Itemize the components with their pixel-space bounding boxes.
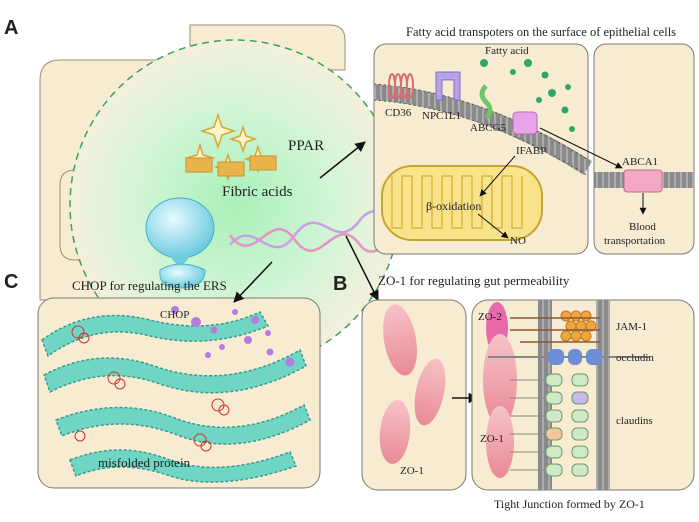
panel-b-right-box: ZO-2 ZO-1 JAM-1 occludin claudins [471, 299, 695, 491]
panel-a-title: Fatty acid transpoters on the surface of… [406, 25, 676, 39]
panel-a-box: Fatty acid CD36 NPC1L1 ABCG5 IFABP β-oxi… [373, 43, 593, 255]
blood-label-2: transportation [604, 235, 666, 247]
misfolded-protein-clusters [71, 325, 230, 452]
npc1l1-transporter [435, 71, 461, 101]
panel-c-title: CHOP for regulating the ERS [72, 278, 227, 293]
fatty-acid-dots [480, 59, 575, 132]
zo2-label: ZO-2 [478, 311, 502, 323]
zo1-right-label: ZO-1 [480, 433, 504, 445]
panel-c-box: CHOP misfolded protein [37, 297, 321, 489]
chop-dots [171, 306, 295, 367]
fibric-acids-label: Fibric acids [222, 184, 293, 200]
panel-letter-b: B [333, 273, 347, 295]
claudins [545, 373, 589, 477]
ifabp-to-oxidation-arrow [479, 155, 516, 197]
ifabp-to-abca1-arrow [539, 127, 623, 169]
nucleus-to-panel-c-arrow [233, 261, 273, 303]
endoplasmic-reticulum [41, 311, 311, 483]
panel-b-left-box: ZO-1 [361, 299, 467, 491]
fibric-acid-blocks [185, 155, 277, 177]
chop-label: CHOP [160, 309, 189, 321]
zo1-left-label: ZO-1 [400, 465, 424, 477]
occludin [488, 349, 650, 365]
panel-b-title: ZO-1 for regulating gut permeability [378, 273, 570, 288]
panel-a-side-box: ABCA1 Blood transportation [593, 43, 695, 255]
occludin-label: occludin [616, 352, 654, 364]
cd36-label: CD36 [385, 107, 412, 119]
jam1-cluster [560, 310, 597, 342]
blood-label-1: Blood [629, 221, 656, 233]
ifabp-label: IFABP [516, 145, 546, 157]
beta-oxidation-label: β-oxidation [426, 199, 481, 213]
nucleus-to-panel-a-arrow [319, 141, 366, 179]
claudins-label: claudins [616, 415, 653, 427]
misfolded-protein-label: misfolded protein [98, 455, 191, 470]
ifabp-transporter [512, 111, 538, 135]
nuclear-receptor [145, 197, 215, 289]
abcg5-transporter [479, 84, 493, 120]
npc1l1-label: NPC1L1 [422, 110, 461, 122]
nucleus-to-panel-b-arrow [345, 235, 379, 301]
abca1-label: ABCA1 [622, 156, 658, 168]
mitochondrion [381, 165, 543, 241]
fatty-acid-label: Fatty acid [485, 45, 529, 57]
tight-junction-caption: Tight Junction formed by ZO-1 [494, 497, 645, 511]
cd36-transporter [388, 73, 414, 99]
abca1-transporter [623, 169, 663, 193]
jam1-label: JAM-1 [616, 321, 647, 333]
abcg5-label: ABCG5 [470, 122, 507, 134]
no-label: NO [510, 235, 526, 247]
panel-letter-c: C [4, 271, 18, 293]
panel-letter-a: A [4, 17, 18, 39]
oxidation-to-no-arrow [477, 213, 509, 239]
ppar-label: PPAR [288, 138, 324, 154]
